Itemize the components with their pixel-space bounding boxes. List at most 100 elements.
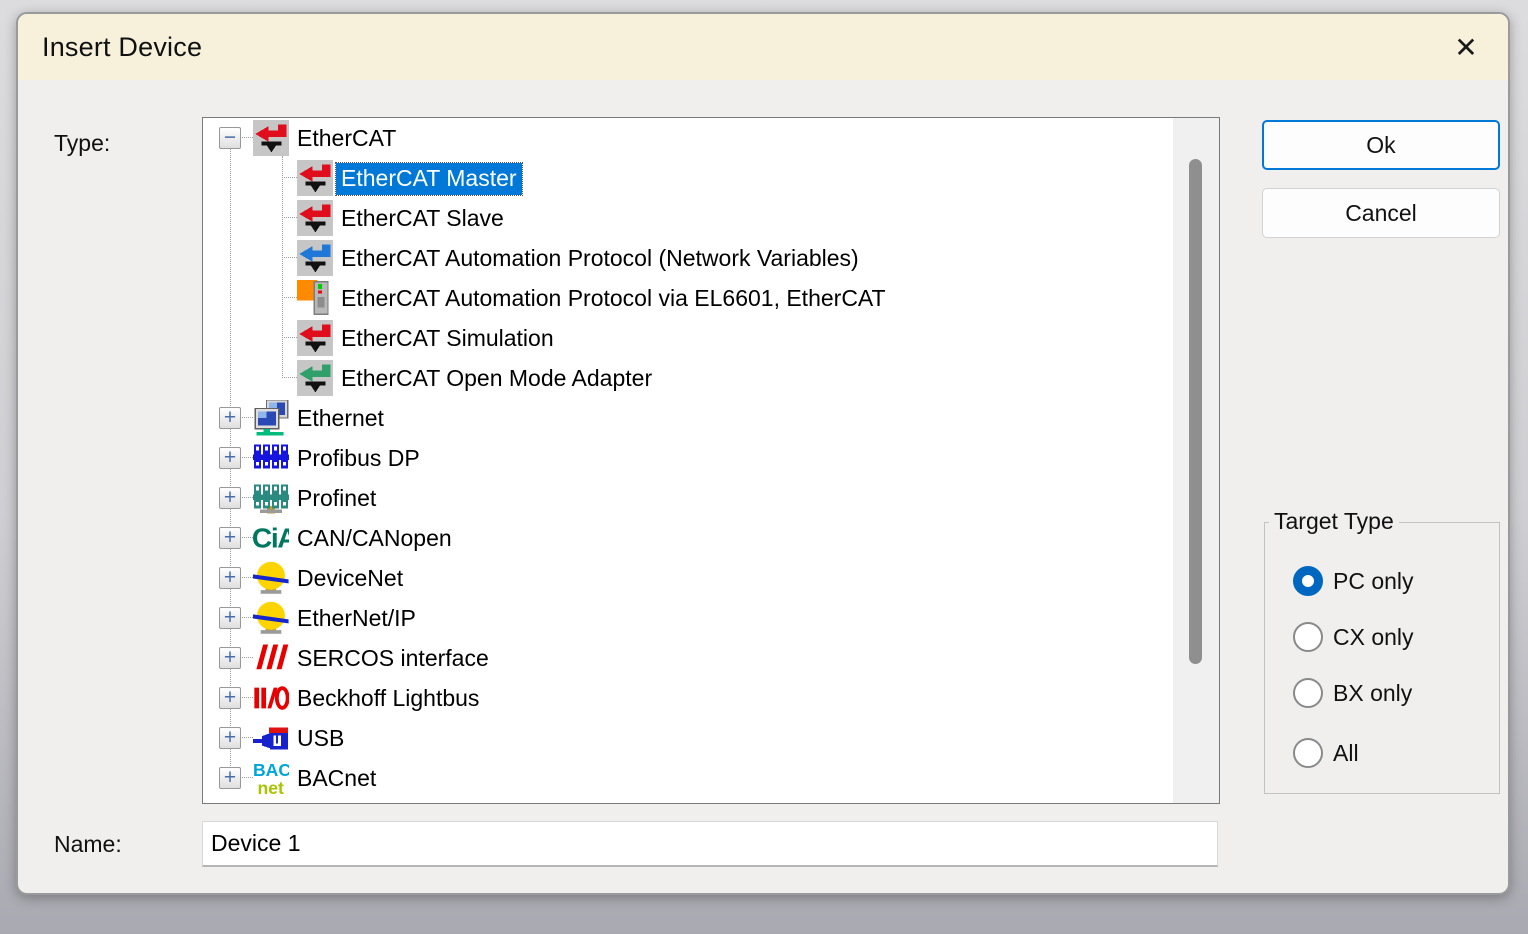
ok-button[interactable]: Ok [1262,120,1500,170]
tree-item-label[interactable]: DeviceNet [297,565,404,591]
tree-item[interactable]: + Profibus DP [203,438,1171,478]
tree-item[interactable]: + USB [203,718,1171,758]
tree-item[interactable]: EtherCAT Master [203,158,1171,198]
tree-item-label[interactable]: EtherCAT Automation Protocol via EL6601,… [341,285,886,311]
tree-connector [282,297,297,298]
expand-toggle-icon[interactable]: + [219,407,241,429]
tree-connector [282,257,297,258]
tree-item-label[interactable]: USB [297,725,345,751]
radio-option-pc-only[interactable]: PC only [1293,565,1414,597]
tree-item[interactable]: + Beckhoff Lightbus [203,678,1171,718]
tree-item[interactable]: + Ethernet [203,398,1171,438]
dialog-title: Insert Device [42,31,203,62]
ethercat-green-icon [297,360,333,396]
tree-item[interactable]: + EtherNet/IP [203,598,1171,638]
tree-item-label[interactable]: EtherCAT Slave [341,205,504,231]
radio-selected-icon[interactable] [1293,566,1323,596]
tree-item-label[interactable]: EtherCAT Simulation [341,325,554,351]
ethernet-monitors-icon [253,400,289,436]
tree-connector [282,217,297,218]
tree-connector [230,697,253,698]
tree-item-label[interactable]: SERCOS interface [297,645,489,671]
tree-item[interactable]: − EtherCAT [203,118,1171,158]
tree-connector [230,497,253,498]
tree-connector [282,177,297,178]
expand-toggle-icon[interactable]: + [219,527,241,549]
tree-item[interactable]: + Profinet [203,478,1171,518]
tree-item[interactable]: EtherCAT Automation Protocol (Network Va… [203,238,1171,278]
svg-text:CiA: CiA [253,522,289,553]
expand-toggle-icon[interactable]: + [219,647,241,669]
ethercat-red-icon [297,160,333,196]
tree-item-label[interactable]: EtherCAT Open Mode Adapter [341,365,653,391]
tree-item[interactable]: EtherCAT Open Mode Adapter [203,358,1171,398]
svg-text:BAC: BAC [253,760,289,780]
tree-item[interactable]: EtherCAT Simulation [203,318,1171,358]
tree-item-label[interactable]: EtherNet/IP [297,605,416,631]
radio-unselected-icon[interactable] [1293,738,1323,768]
radio-label: BX only [1333,679,1413,706]
tree-connector [230,417,253,418]
expand-toggle-icon[interactable]: + [219,727,241,749]
radio-option-bx-only[interactable]: BX only [1293,677,1412,709]
dialog-title-bar: Insert Device [18,14,1508,80]
profibus-network-icon [253,440,289,476]
ethercat-red-icon [297,320,333,356]
tree-connector [282,377,297,378]
tree-item-label[interactable]: CAN/CANopen [297,525,452,551]
ethercat-red-icon [253,120,289,156]
expand-toggle-icon[interactable]: + [219,487,241,509]
radio-label: PC only [1333,567,1414,594]
tree-item[interactable]: + CiA CAN/CANopen [203,518,1171,558]
tree-connector-children [282,156,283,378]
radio-unselected-icon[interactable] [1293,622,1323,652]
tree-item-label[interactable]: Beckhoff Lightbus [297,685,480,711]
expand-toggle-icon[interactable]: + [219,567,241,589]
tree-connector [282,337,297,338]
tree-item-label[interactable]: Profibus DP [297,445,420,471]
ethercat-red-icon [297,200,333,236]
radio-option-cx-only[interactable]: CX only [1293,621,1414,653]
radio-unselected-icon[interactable] [1293,678,1323,708]
expand-toggle-icon[interactable]: + [219,607,241,629]
svg-text:net: net [258,778,284,796]
tree-item[interactable]: EtherCAT Automation Protocol via EL6601,… [203,278,1171,318]
expand-toggle-icon[interactable]: + [219,767,241,789]
device-name-input[interactable] [202,821,1218,867]
tree-connector [230,617,253,618]
usb-plug-icon [253,720,289,756]
scrollbar[interactable] [1173,118,1219,803]
close-button[interactable]: ✕ [1446,29,1486,67]
type-label: Type: [54,130,111,156]
tree-item[interactable]: + SERCOS interface [203,638,1171,678]
el6601-terminal-icon [297,280,333,316]
tree-item-label[interactable]: EtherCAT [297,125,397,151]
radio-label: CX only [1333,623,1414,650]
tree-item-label[interactable]: EtherCAT Automation Protocol (Network Va… [341,245,859,271]
ethernetip-ball-icon [253,600,289,636]
expand-toggle-icon[interactable]: + [219,687,241,709]
expand-toggle-icon[interactable]: + [219,447,241,469]
tree-item-label[interactable]: Profinet [297,485,377,511]
tree-item-label-selected[interactable]: EtherCAT Master [335,162,523,196]
tree-connector [230,457,253,458]
scrollbar-thumb[interactable] [1189,159,1202,664]
tree-item-label[interactable]: Ethernet [297,405,384,431]
close-icon: ✕ [1454,32,1478,63]
cia-logo-icon: CiA [253,520,289,556]
profinet-network-icon [253,480,289,516]
tree-connector [230,657,253,658]
tree-connector [230,137,253,138]
collapse-toggle-icon[interactable]: − [219,127,241,149]
cancel-button[interactable]: Cancel [1262,188,1500,238]
tree-item[interactable]: EtherCAT Slave [203,198,1171,238]
tree-item[interactable]: + DeviceNet [203,558,1171,598]
tree-item-label[interactable]: BACnet [297,765,377,791]
radio-option-all[interactable]: All [1293,737,1359,769]
name-label: Name: [54,831,122,857]
